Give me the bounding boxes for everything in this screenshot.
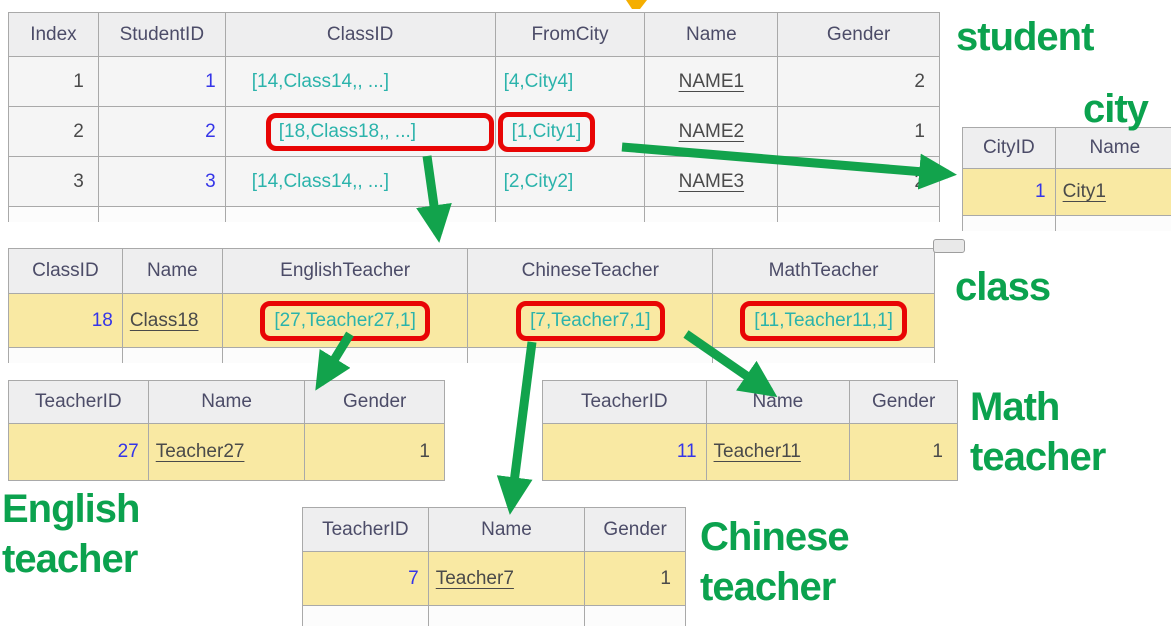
class-header-row: ClassID Name EnglishTeacher ChineseTeach… [8, 248, 935, 294]
cell-gender: 1 [777, 106, 940, 157]
cell-fromcity-ref: [4,City4] [494, 56, 646, 107]
column-header: Gender [584, 507, 686, 552]
english-teacher-label-line1: English [2, 487, 140, 531]
cell-gender: 2 [777, 56, 940, 107]
column-header: Gender [304, 380, 445, 424]
english-teacher-label-line2: teacher [2, 537, 138, 581]
cell-fromcity-ref: [1,City1] [494, 106, 646, 157]
teacher-header-row: TeacherID Name Gender [302, 507, 686, 552]
highlight-box-classid: [18,Class18,, ...] [265, 112, 494, 151]
column-header: Name [644, 12, 779, 57]
city-table: CityID Name 1 City1 [962, 127, 1171, 231]
table-row: 1 1 [14,Class14,, ...] [4,City4] NAME1 2 [8, 56, 940, 107]
student-table: Index StudentID ClassID FromCity Name Ge… [8, 12, 940, 222]
math-teacher-label: Math teacher [970, 382, 1106, 482]
cell-index: 3 [8, 156, 99, 207]
cell-name-link[interactable]: City1 [1054, 168, 1171, 216]
table-row-partial [8, 347, 935, 363]
cell-name-link[interactable]: Teacher27 [147, 423, 306, 481]
cell-classid: 18 [8, 293, 123, 348]
teacher-header-row: TeacherID Name Gender [8, 380, 445, 424]
math-teacher-label-line2: teacher [970, 435, 1106, 479]
column-header: MathTeacher [712, 248, 935, 294]
cell-gender: 1 [849, 423, 958, 481]
cell-teacherid: 11 [542, 423, 707, 481]
cell-studentid: 3 [97, 156, 226, 207]
cell-gender: 2 [777, 156, 940, 207]
cell-index: 1 [8, 56, 99, 107]
cell-name-link[interactable]: Class18 [121, 293, 223, 348]
math-teacher-label-line1: Math [970, 385, 1060, 429]
column-header: CityID [962, 127, 1056, 169]
table-row-partial [8, 206, 940, 222]
cell-teacherid: 27 [8, 423, 149, 481]
cell-name-link[interactable]: NAME2 [644, 106, 779, 157]
yellow-arrow-fragment [626, 0, 647, 9]
column-header: EnglishTeacher [221, 248, 469, 294]
cell-name-link[interactable]: NAME3 [644, 156, 779, 207]
column-header: StudentID [97, 12, 226, 57]
table-row: 1 City1 [962, 168, 1171, 216]
table-row-partial [962, 215, 1171, 231]
column-header: Gender [849, 380, 958, 424]
column-header: FromCity [494, 12, 646, 57]
column-header: Index [8, 12, 99, 57]
column-header: TeacherID [542, 380, 707, 424]
table-row: 7 Teacher7 1 [302, 551, 686, 606]
highlight-box-fromcity: [1,City1] [497, 111, 596, 152]
column-header: Name [147, 380, 306, 424]
cell-studentid: 2 [97, 106, 226, 157]
cell-fromcity-ref: [2,City2] [494, 156, 646, 207]
table-row: 3 3 [14,Class14,, ...] [2,City2] NAME3 2 [8, 156, 940, 207]
cell-classid-ref: [18,Class18,, ...] [224, 106, 496, 157]
column-header: ClassID [8, 248, 123, 294]
chinese-teacher-table: TeacherID Name Gender 7 Teacher7 1 [302, 507, 686, 626]
english-teacher-label: English teacher [2, 484, 140, 584]
arrow-chinese-to-chinese-teacher-table [496, 341, 537, 515]
highlight-box-english: [27,Teacher27,1] [260, 300, 430, 341]
cell-math-teacher-ref: [11,Teacher11,1] [712, 293, 935, 348]
student-header-row: Index StudentID ClassID FromCity Name Ge… [8, 12, 940, 57]
column-header: TeacherID [8, 380, 149, 424]
cell-name-link[interactable]: Teacher7 [427, 551, 586, 606]
city-table-label: city [1083, 87, 1149, 131]
cell-cityid: 1 [962, 168, 1056, 216]
cell-gender: 1 [304, 423, 445, 481]
column-header: TeacherID [302, 507, 429, 552]
cell-classid-ref: [14,Class14,, ...] [224, 156, 496, 207]
cell-chinese-teacher-ref: [7,Teacher7,1] [467, 293, 714, 348]
cell-classid-ref: [14,Class14,, ...] [224, 56, 496, 107]
chinese-teacher-label-line2: teacher [700, 565, 836, 609]
chinese-teacher-label: Chinese teacher [700, 512, 850, 612]
class-table-label: class [955, 265, 1051, 309]
column-header: Gender [777, 12, 940, 57]
student-table-label: student [956, 15, 1094, 59]
column-header: Name [427, 507, 586, 552]
highlight-box-math: [11,Teacher11,1] [740, 300, 907, 341]
table-row: 2 2 [18,Class18,, ...] [1,City1] NAME2 1 [8, 106, 940, 157]
cell-teacherid: 7 [302, 551, 429, 606]
column-header: ClassID [224, 12, 496, 57]
cell-name-link[interactable]: NAME1 [644, 56, 779, 107]
class-table: ClassID Name EnglishTeacher ChineseTeach… [8, 248, 935, 363]
table-row-partial [302, 605, 686, 626]
english-teacher-table: TeacherID Name Gender 27 Teacher27 1 [8, 380, 445, 482]
table-row: 11 Teacher11 1 [542, 423, 958, 481]
scrollbar-fragment[interactable] [933, 239, 965, 253]
column-header: ChineseTeacher [467, 248, 714, 294]
cell-studentid: 1 [97, 56, 226, 107]
cell-name-link[interactable]: Teacher11 [705, 423, 851, 481]
column-header: Name [121, 248, 223, 294]
column-header: Name [705, 380, 851, 424]
math-teacher-table: TeacherID Name Gender 11 Teacher11 1 [542, 380, 958, 482]
teacher-header-row: TeacherID Name Gender [542, 380, 958, 424]
table-row: 27 Teacher27 1 [8, 423, 445, 481]
chinese-teacher-label-line1: Chinese [700, 515, 850, 559]
highlight-box-chinese: [7,Teacher7,1] [516, 300, 665, 341]
cell-english-teacher-ref: [27,Teacher27,1] [221, 293, 469, 348]
cell-gender: 1 [584, 551, 686, 606]
cell-index: 2 [8, 106, 99, 157]
table-row: 18 Class18 [27,Teacher27,1] [7,Teacher7,… [8, 293, 935, 348]
